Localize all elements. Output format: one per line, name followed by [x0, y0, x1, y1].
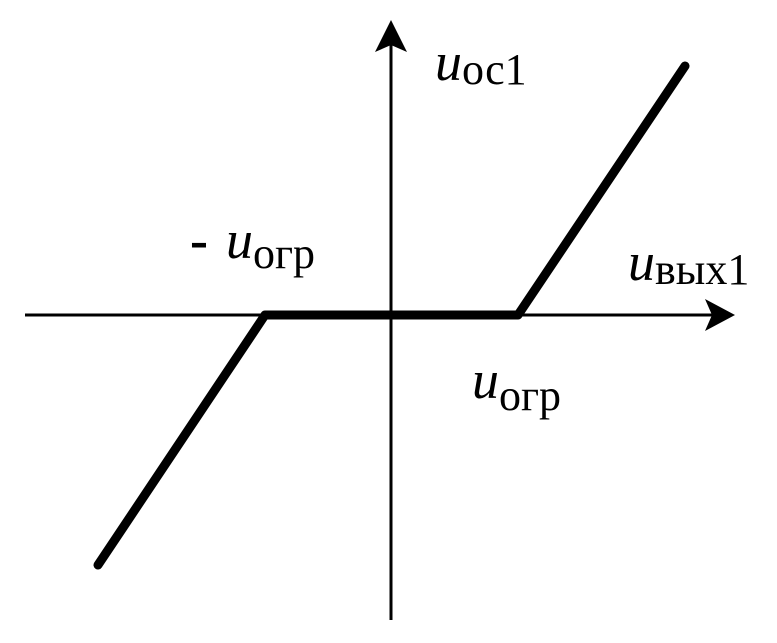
characteristic-curve — [93, 61, 690, 570]
pos-threshold-symbol: u — [472, 350, 499, 410]
x-axis-label-subscript: вых1 — [655, 245, 749, 294]
y-axis-label-symbol: u — [435, 32, 462, 92]
x-axis-label: uвых1 — [628, 232, 749, 294]
neg-threshold-label: -uогр — [190, 210, 315, 278]
neg-threshold-subscript: огр — [253, 229, 315, 278]
y-axis-label: uос1 — [435, 32, 527, 94]
pos-threshold-label: uогр — [472, 350, 561, 420]
neg-threshold-minus: - — [190, 210, 208, 270]
pos-threshold-subscript: огр — [499, 371, 561, 420]
x-axis-label-symbol: u — [628, 232, 655, 292]
arrow-up-icon — [375, 20, 407, 52]
y-axis-label-subscript: ос1 — [462, 45, 527, 94]
neg-threshold-symbol: u — [226, 210, 253, 270]
arrow-right-icon — [705, 299, 735, 331]
